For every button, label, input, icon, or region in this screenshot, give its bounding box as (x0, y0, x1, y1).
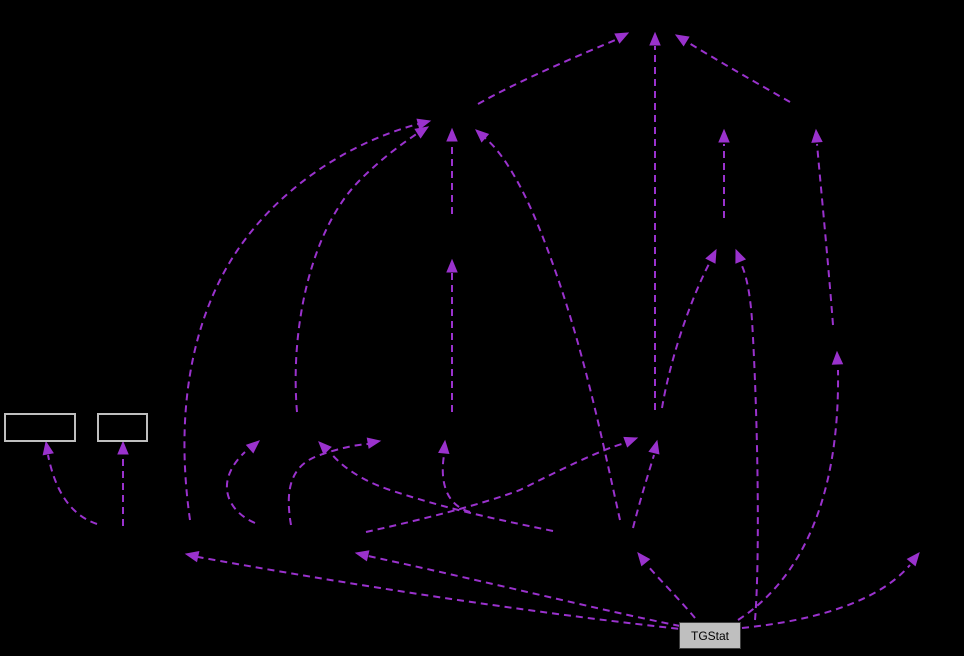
edge-24 (646, 564, 696, 619)
edge-9 (484, 137, 621, 521)
edge-10 (661, 261, 711, 409)
arrowhead-icon (649, 31, 661, 46)
arrowhead-icon (831, 350, 844, 365)
arrowhead-icon (354, 550, 370, 562)
arrowhead-icon (475, 129, 490, 143)
node-box-left-2[interactable] (97, 413, 148, 442)
edge-23 (367, 555, 681, 627)
arrowhead-icon (674, 34, 690, 47)
edge-6 (816, 143, 834, 326)
edge-20 (47, 454, 98, 525)
arrowhead-icon (414, 126, 430, 139)
edge-2 (683, 39, 791, 103)
edge-18 (226, 451, 256, 524)
arrowhead-icon (705, 248, 717, 264)
edges-layer (42, 31, 920, 631)
arrowhead-icon (438, 439, 450, 455)
arrowhead-icon (318, 441, 332, 455)
arrowhead-icon (366, 437, 382, 449)
node-tgstat[interactable]: TGStat (679, 622, 741, 649)
edge-12 (737, 369, 840, 621)
edge-0 (477, 37, 621, 105)
arrowhead-icon (614, 32, 630, 44)
edge-16 (329, 451, 554, 532)
arrowhead-icon (42, 440, 54, 456)
arrowhead-icon (735, 248, 747, 264)
arrowhead-icon (446, 258, 458, 273)
arrowhead-icon (637, 551, 651, 567)
nodes-layer (4, 413, 148, 442)
edge-11 (739, 261, 759, 621)
arrowhead-icon (117, 440, 129, 455)
arrowhead-icon (184, 551, 200, 563)
edge-13 (741, 564, 911, 629)
edge-7 (183, 123, 419, 521)
edge-17 (441, 454, 471, 513)
node-box-left-1[interactable] (4, 413, 76, 442)
edge-19 (287, 443, 369, 526)
arrowhead-icon (811, 128, 823, 143)
edge-8 (294, 132, 419, 413)
arrowhead-icon (416, 118, 432, 130)
edge-22 (197, 556, 691, 631)
arrowhead-icon (245, 440, 260, 454)
arrowhead-icon (906, 551, 920, 567)
edge-15 (365, 442, 626, 533)
edge-14 (632, 454, 655, 529)
arrowhead-icon (446, 127, 458, 142)
arrowhead-icon (623, 436, 639, 448)
arrowhead-icon (718, 128, 730, 143)
arrowhead-icon (648, 439, 660, 455)
node-tgstat-label: TGStat (690, 628, 729, 643)
